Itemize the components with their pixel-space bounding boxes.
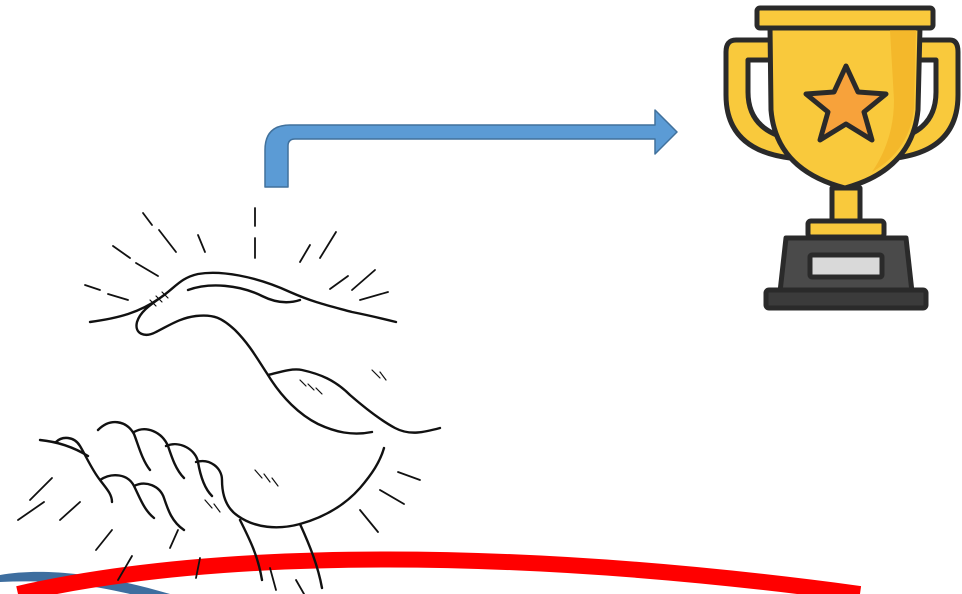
upper-hand-outline	[90, 273, 396, 434]
lower-hand-wrist	[240, 520, 322, 588]
lower-hand-fingers	[56, 438, 184, 530]
lower-hand-outline	[40, 422, 384, 527]
burst-lines-bottom	[18, 472, 420, 594]
upper-hand-knuckles	[268, 369, 440, 432]
burst-lines-top	[85, 208, 388, 300]
shading-hatches	[150, 292, 386, 512]
